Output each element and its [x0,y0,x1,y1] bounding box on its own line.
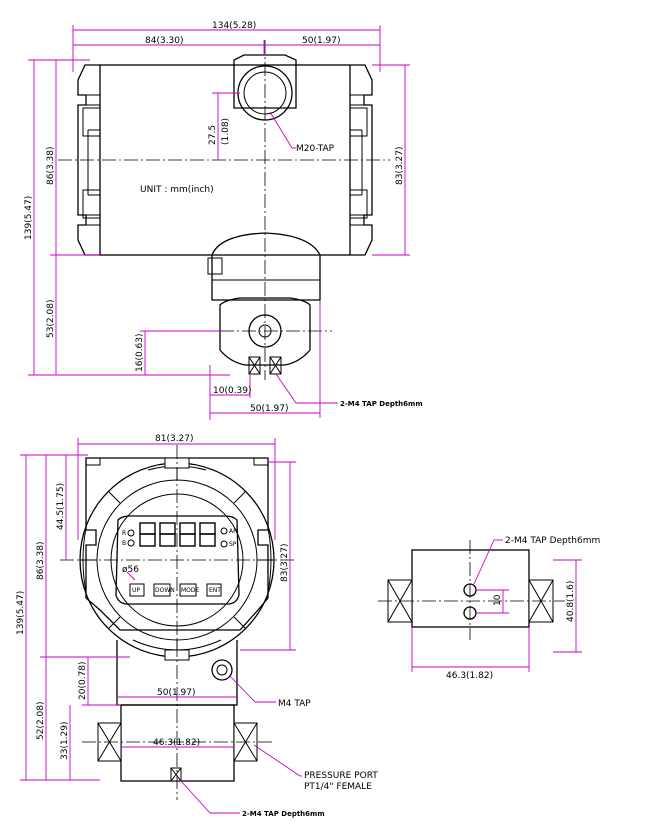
button-down-label: DOWN [155,587,175,594]
digit-4 [199,522,216,547]
digit-1 [139,522,156,547]
m4-tap-screw-outer [211,659,233,681]
indicator-label-lb: B [122,540,126,547]
indicator-label-lt: R [122,530,126,537]
button-down[interactable] [153,583,171,597]
dim-lower-height: 53(2.08) [46,299,56,338]
left-cap-lug-bottom [82,189,101,219]
dim-port-height: 16(0.63) [135,333,145,372]
cable-entry-boss [233,54,297,109]
neck-screw [207,257,223,275]
button-mode[interactable] [179,583,197,597]
dim-body-height-right: 83(3.27) [395,146,405,185]
right-cap-lug-top [349,107,368,137]
dim-bottom-offset: 10(0.39) [213,386,252,396]
front-body [85,457,269,631]
dim-front-lower-height: 52(2.08) [36,701,46,740]
dim-bottom-width: 50(1.97) [250,404,289,414]
callout-side-m4: 2-M4 TAP Depth6mm [505,536,600,546]
dim-front-overall-height: 139(5.47) [16,591,26,635]
front-dimensions: 81(3.27) 139(5.47) 86(3.38) 44.5(1.75) 8… [16,434,378,818]
left-end-cap [77,64,100,256]
button-ent-label: ENT [209,587,221,594]
dim-left-width: 84(3.30) [145,36,184,46]
button-up[interactable] [129,583,145,597]
dim-front-upper-height: 44.5(1.75) [56,483,66,530]
m4-tap-left-x [248,356,261,375]
front-top-lugs [86,458,268,466]
dim-front-block-height: 33(1.29) [60,721,70,760]
button-mode-label: MODE [181,587,200,594]
dim-front-block-width: 46.3(1.82) [153,738,200,748]
dim-side-width: 46.3(1.82) [446,671,493,681]
dim-tap-offset: 27.5 [208,125,218,145]
callout-front-m4-bottom: 2-M4 TAP Depth6mm [242,810,325,818]
right-cap-lug-bottom [349,189,368,219]
button-up-label: UP [132,587,140,594]
left-cap-detail [86,94,100,226]
right-cap-detail [350,94,364,226]
indicator-led-rb [220,540,228,548]
display-window [115,515,240,605]
front-port-tap-x [170,767,182,782]
callout-front-m4: M4 TAP [278,699,311,709]
dim-side-height: 40.8(1.6) [566,581,576,622]
side-view: 2-M4 TAP Depth6mm 10 40.8(1.6) 46.3(1.82… [378,536,600,681]
unit-note: UNIT : mm(inch) [140,185,214,195]
dim-right-width: 50(1.97) [302,36,341,46]
indicator-led-lt [127,529,135,537]
neck [211,232,321,301]
dim-tap-offset-inch: (1.08) [221,118,231,145]
dim-front-width: 81(3.27) [155,434,194,444]
dim-overall-height: 139(5.47) [24,196,34,240]
m4-tap-screw-inner [216,664,228,676]
callout-port-line-1: PRESSURE PORT [304,771,378,781]
dim-overall-width: 134(5.28) [212,21,256,31]
dim-front-neck-width: 50(1.97) [157,688,196,698]
digit-2 [159,522,176,547]
display-digits [139,522,216,547]
side-block [411,549,530,628]
front-view: R B AR SP UP DOWN MODE ENT [16,434,378,818]
dim-front-body-height: 86(3.38) [36,541,46,580]
digit-3 [179,522,196,547]
dim-front-body-height-right: 83(3.27) [280,543,290,582]
front-buttons: UP DOWN MODE ENT [129,583,222,597]
indicator-led-lb [127,539,135,547]
m4-tap-right [269,356,282,375]
dim-side-hole-spacing: 10 [493,594,503,606]
button-ent[interactable] [206,583,222,597]
dim-body-height: 86(3.38) [46,146,56,185]
callout-m20: M20-TAP [296,144,335,154]
side-dimensions: 2-M4 TAP Depth6mm 10 40.8(1.6) 46.3(1.82… [411,536,600,681]
m4-tap-right-x [269,356,282,375]
left-cap-lug-top [82,107,101,137]
indicator-led-rt [220,527,228,535]
port-block [219,297,311,366]
dim-window-diameter: ø56 [122,565,139,575]
indicator-label-rb: SP [229,541,237,548]
top-dimensions: 134(5.28) 84(3.30) 50(1.97) 139(5.47) 86… [24,21,423,420]
callout-m4-bottom: 2-M4 TAP Depth6mm [340,400,423,408]
callout-port-line-2: PT1/4" FEMALE [304,782,372,792]
dim-front-neck-height: 20(0.78) [78,661,88,700]
m4-tap-left [248,356,261,375]
top-view: 134(5.28) 84(3.30) 50(1.97) 139(5.47) 86… [24,21,423,420]
indicator-label-rt: AR [229,528,237,535]
